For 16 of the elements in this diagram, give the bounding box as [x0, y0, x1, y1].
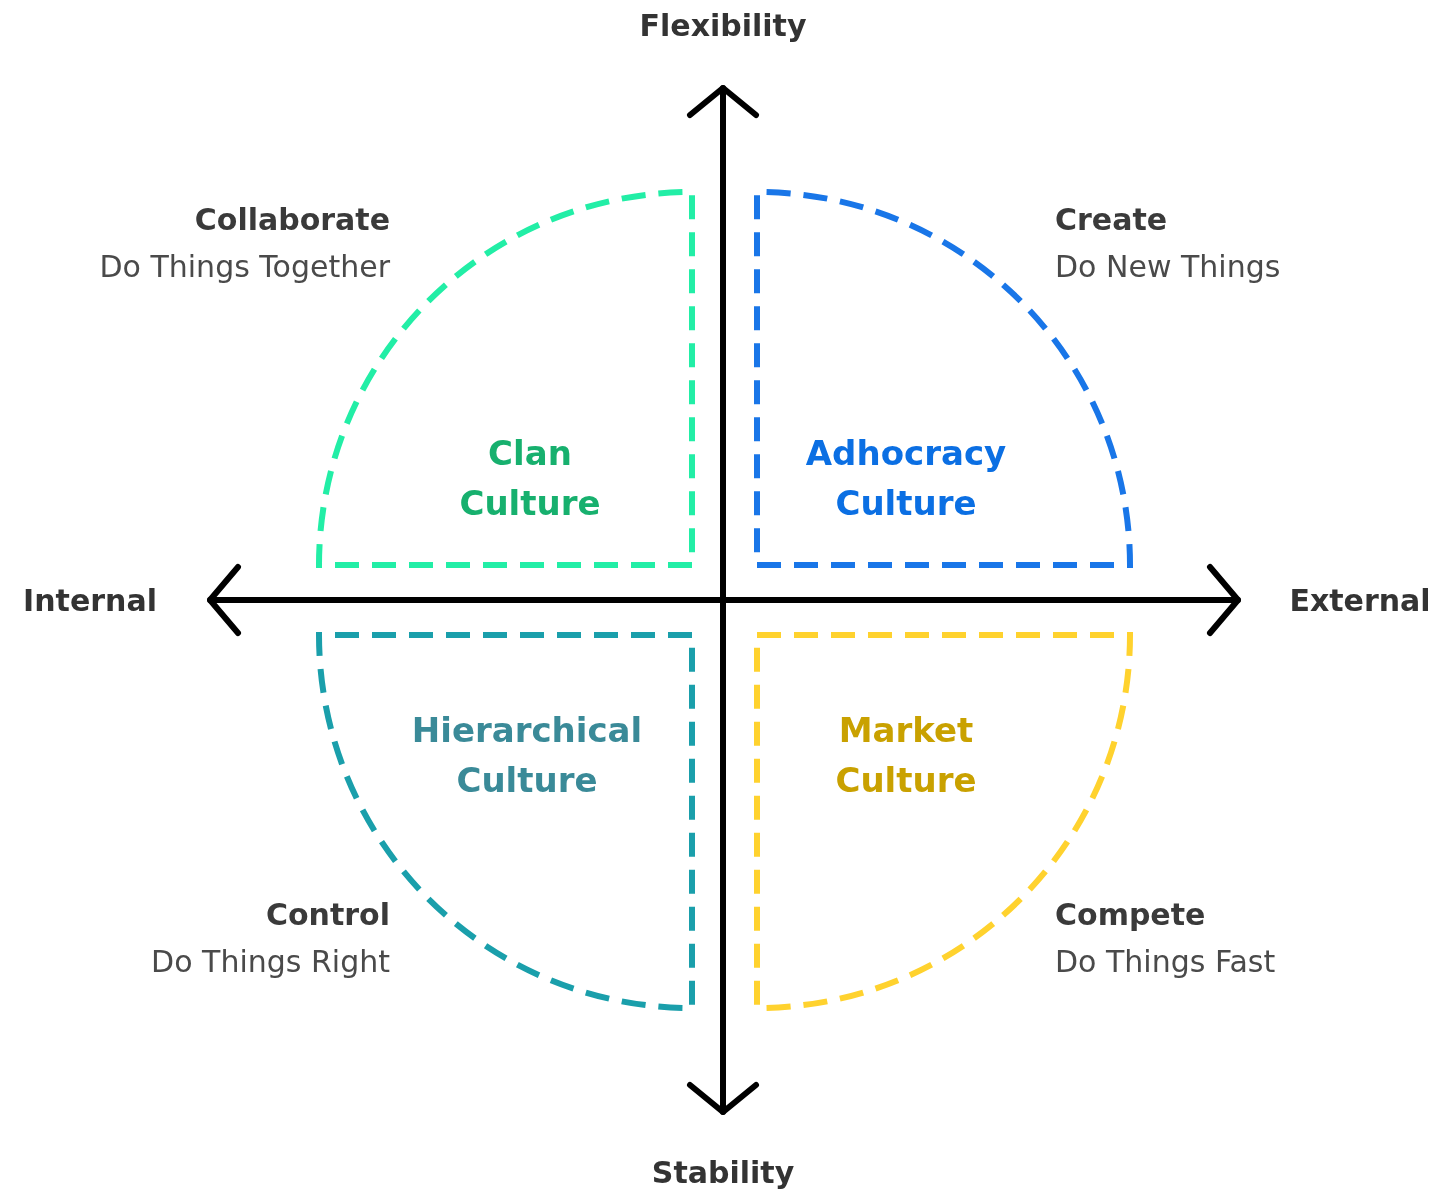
quadrant-description: Do Things Right [151, 943, 390, 981]
quadrant-description: Do Things Fast [1055, 943, 1276, 981]
culture-label: Adhocracy Culture [805, 432, 1007, 525]
culture-label: Market Culture [835, 709, 977, 802]
quadrant-description: Do New Things [1055, 248, 1281, 286]
culture-label: Clan Culture [459, 432, 601, 525]
axis-label: Flexibility [639, 7, 807, 43]
axis-label: Internal [23, 582, 157, 618]
quadrant-heading: Compete [1055, 896, 1206, 934]
quadrant-description: Do Things Together [99, 248, 390, 286]
culture-label: Hierarchical Culture [411, 709, 643, 802]
quadrant-heading: Collaborate [194, 201, 390, 239]
quadrant-heading: Control [266, 896, 390, 934]
axis-label: Stability [651, 1154, 795, 1190]
quadrant-heading: Create [1055, 201, 1168, 239]
axis-label: External [1289, 582, 1431, 618]
